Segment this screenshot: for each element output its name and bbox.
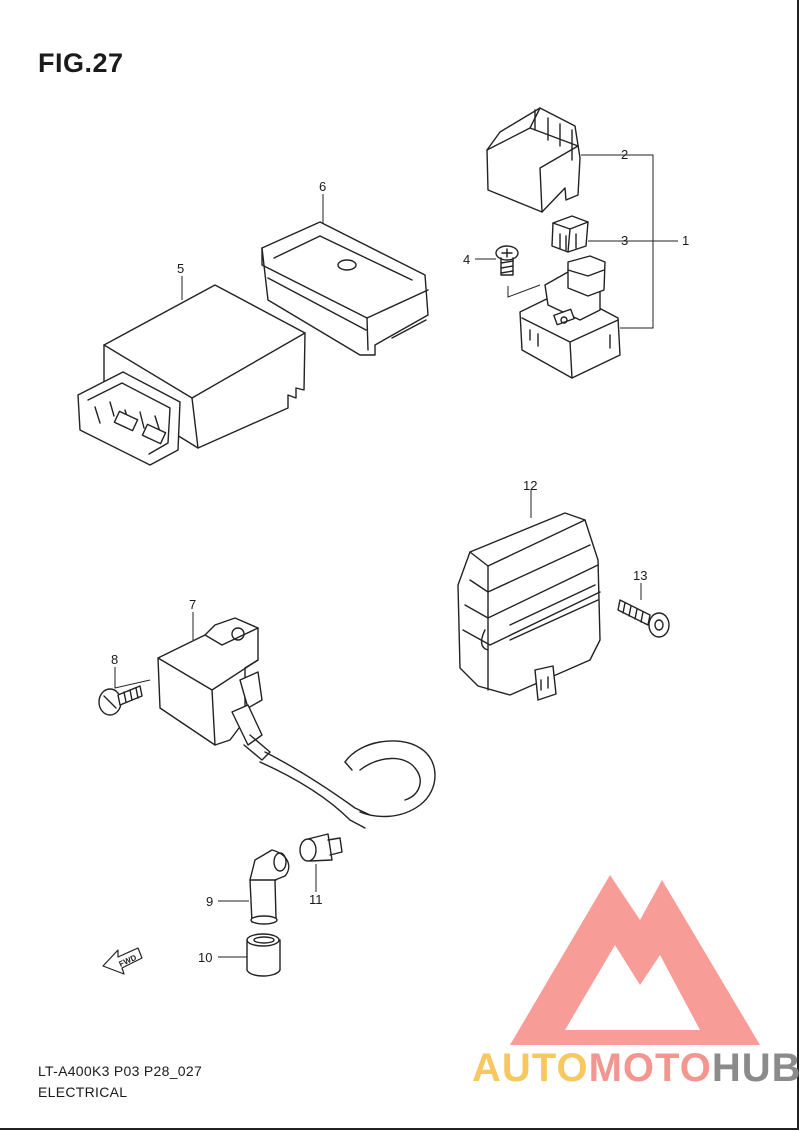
watermark-moto: MOTO [588, 1046, 712, 1090]
model-code: LT-A400K3 P03 P28_027 [38, 1063, 203, 1079]
part-12-regulator-rectifier [457, 512, 601, 701]
callout-4: 4 [463, 252, 470, 267]
figure-title: FIG.27 [38, 48, 124, 78]
callout-13: 13 [633, 568, 647, 583]
watermark-logo-icon [510, 875, 760, 1045]
part-11-connector [299, 833, 343, 862]
callout-9: 9 [206, 894, 213, 909]
watermark-wordmark: AUTOMOTOHUB [472, 1046, 800, 1091]
watermark-hub: HUB [711, 1046, 800, 1090]
part-4-screw [495, 245, 519, 276]
part-10-cap [246, 933, 281, 977]
callout-8: 8 [111, 652, 118, 667]
callout-2: 2 [621, 147, 628, 162]
part-5-cdi-unit [77, 284, 306, 466]
part-6-cdi-cover [261, 221, 429, 356]
part-2-relay-cover [486, 107, 581, 213]
section-name: ELECTRICAL [38, 1084, 128, 1100]
leader-lines [114, 154, 678, 958]
part-7-ignition-coil [157, 617, 436, 829]
part-3-fuse [551, 215, 589, 253]
watermark-auto: AUTO [472, 1046, 589, 1090]
fwd-arrow-icon [102, 947, 143, 975]
part-1-starter-relay [519, 255, 621, 379]
callout-10: 10 [198, 950, 212, 965]
callout-12: 12 [523, 478, 537, 493]
callout-11: 11 [309, 892, 323, 907]
callout-1: 1 [682, 233, 689, 248]
callout-6: 6 [319, 179, 326, 194]
callout-3: 3 [621, 233, 628, 248]
callout-7: 7 [189, 597, 196, 612]
part-8-bolt [98, 685, 143, 716]
callout-labels: 1 2 3 4 5 6 7 8 9 10 11 12 13 FWD [111, 147, 689, 969]
part-9-plug-cap [249, 849, 290, 925]
callout-5: 5 [177, 261, 184, 276]
part-13-bolt [617, 599, 670, 638]
